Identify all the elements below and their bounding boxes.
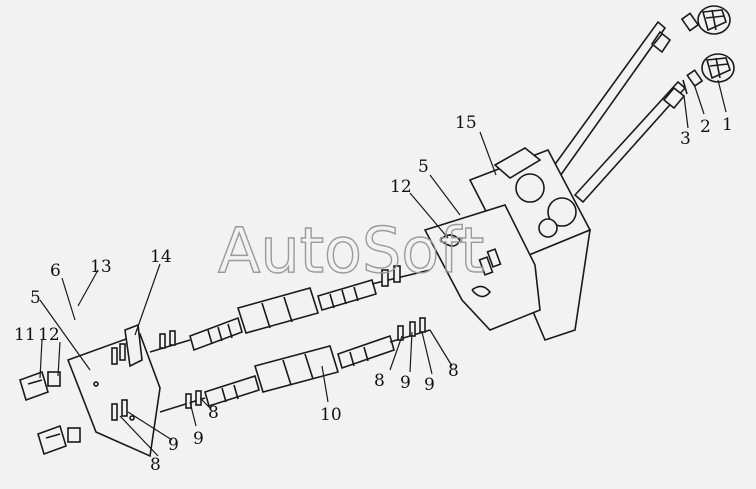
callout-5-upper: 5 xyxy=(418,157,429,177)
callout-9-bracket: 9 xyxy=(193,429,204,449)
cable-end-lower xyxy=(37,424,81,456)
lower-shift-cable xyxy=(159,317,431,413)
callout-5-lower: 5 xyxy=(30,288,41,308)
callout-1: 1 xyxy=(722,115,733,135)
callout-13: 13 xyxy=(90,257,112,277)
shift-knob-upper xyxy=(680,5,731,35)
callout-15: 15 xyxy=(455,113,477,133)
callout-8-cable: 8 xyxy=(374,371,385,391)
cable-mount-plate xyxy=(423,204,541,331)
watermark-text: AutoSoft xyxy=(218,214,484,287)
callout-11: 11 xyxy=(14,325,36,345)
callout-8-front: 8 xyxy=(150,455,161,475)
callout-10: 10 xyxy=(320,405,342,425)
callout-6: 6 xyxy=(50,261,61,281)
callout-12-upper: 12 xyxy=(390,177,412,197)
cable-bracket-front xyxy=(66,323,161,458)
shift-levers xyxy=(538,20,687,204)
callout-8-bracket: 8 xyxy=(208,403,219,423)
callout-2: 2 xyxy=(700,117,711,137)
callout-12-lower: 12 xyxy=(38,325,60,345)
upper-shift-cable xyxy=(149,265,431,353)
callout-14: 14 xyxy=(150,247,172,267)
callout-9-cable-b: 9 xyxy=(424,375,435,395)
callout-9-front: 9 xyxy=(168,435,179,455)
leader-lines xyxy=(39,79,727,457)
callout-9-cable-a: 9 xyxy=(400,373,411,393)
callout-8-plate: 8 xyxy=(448,361,459,381)
shift-knob-lower xyxy=(682,53,735,95)
callout-labels: 1 2 3 15 5 12 14 13 6 5 11 12 10 8 9 9 8… xyxy=(14,113,733,475)
cable-end-upper xyxy=(19,370,61,402)
callout-3: 3 xyxy=(680,129,691,149)
